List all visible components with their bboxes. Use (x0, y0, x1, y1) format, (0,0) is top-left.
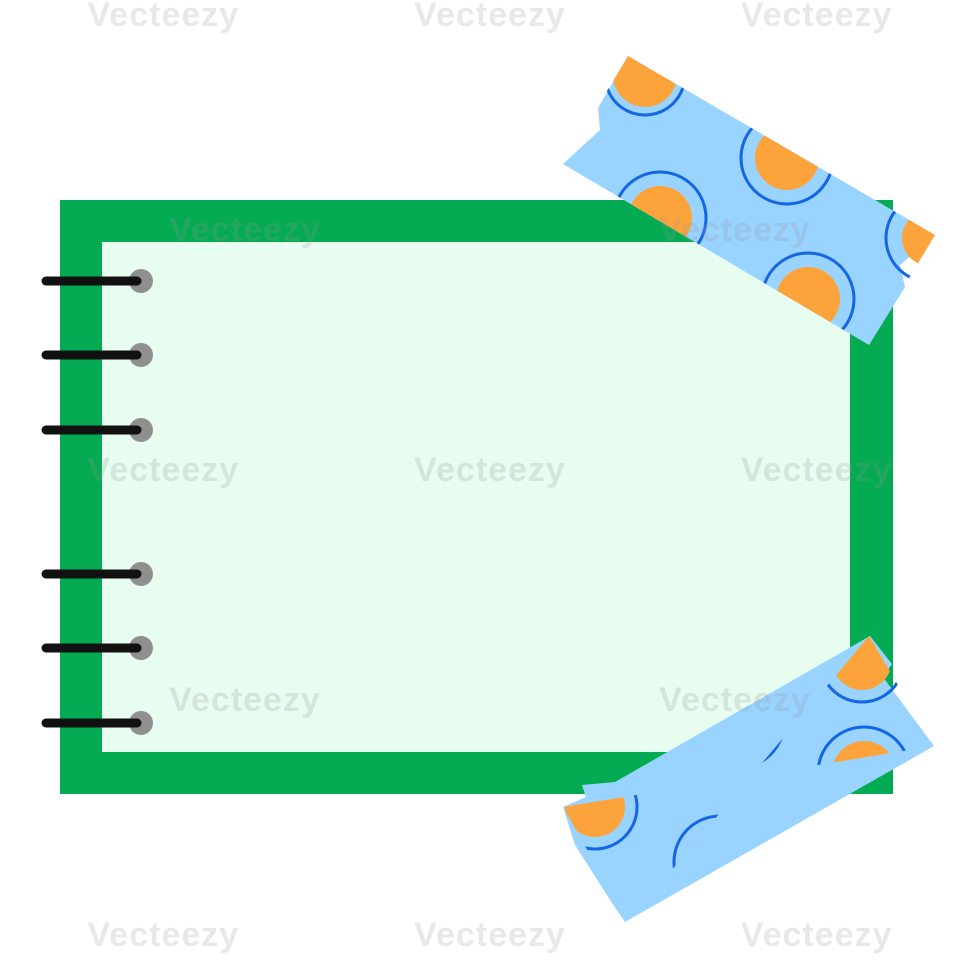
tape-dot (603, 56, 687, 117)
spiral-ring (41, 636, 153, 660)
spiral-ring (41, 562, 153, 586)
spiral-ring (41, 711, 153, 735)
washi-tape-top (563, 56, 935, 345)
notebook-page (102, 242, 850, 752)
spiral-ring (41, 343, 153, 367)
spiral-ring (41, 269, 153, 293)
spiral-binding (41, 269, 153, 735)
spiral-ring (41, 418, 153, 442)
